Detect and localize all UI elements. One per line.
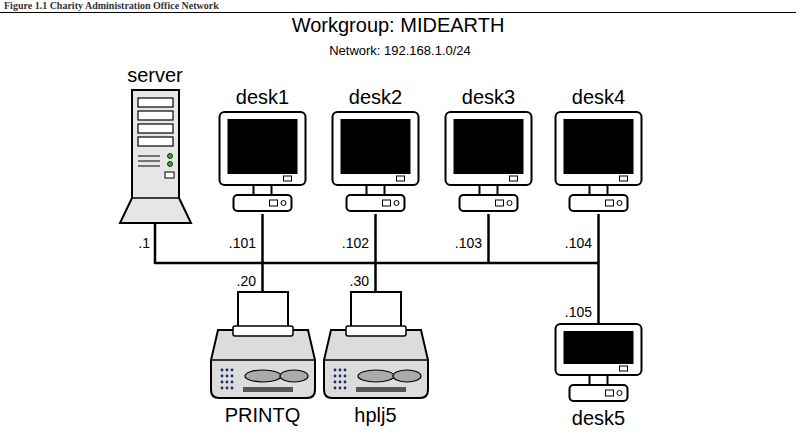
workstation-monitor-icon <box>551 322 646 405</box>
workstation-monitor-icon <box>441 110 536 215</box>
host-address: .105 <box>565 304 592 320</box>
host-address: .30 <box>350 273 369 289</box>
workstation-monitor-icon <box>328 110 423 215</box>
header-rule <box>0 12 796 13</box>
figure-caption: Figure 1.1 Charity Administration Office… <box>4 0 219 11</box>
device-name: hplj5 <box>354 402 396 428</box>
device-name: desk4 <box>572 84 625 110</box>
workstation-monitor-icon <box>215 110 310 215</box>
host-address: .104 <box>565 235 592 251</box>
desk3-drop <box>487 214 490 264</box>
device-name: desk3 <box>462 84 515 110</box>
host-address: .20 <box>237 273 256 289</box>
device-name: desk5 <box>572 405 625 431</box>
host-address: .103 <box>455 235 482 251</box>
host-address: .1 <box>138 235 150 251</box>
network-printer-icon <box>321 290 431 402</box>
network-cable <box>374 214 377 291</box>
device-name: server <box>127 62 183 88</box>
workstation-monitor-icon <box>551 110 646 215</box>
network-printer-icon <box>208 290 318 402</box>
server-tower-icon <box>118 88 193 225</box>
host-address: .102 <box>342 235 369 251</box>
device-name: PRINTQ <box>225 402 301 428</box>
network-printer: hplj5 <box>321 290 431 428</box>
server-drop <box>154 224 157 264</box>
network-cable <box>597 214 600 323</box>
network-address: Network: 192.168.1.0/24 <box>329 43 471 59</box>
workstation-monitor: desk3 <box>441 84 536 215</box>
workstation-monitor: desk2 <box>328 84 423 215</box>
diagram-title: Workgroup: MIDEARTH <box>292 14 505 36</box>
workstation-monitor: desk5 <box>551 322 646 431</box>
network-cable <box>261 214 264 291</box>
host-address: .101 <box>229 235 256 251</box>
network-printer: PRINTQ <box>208 290 318 428</box>
device-name: desk2 <box>349 84 402 110</box>
workstation-monitor: desk4 <box>551 84 646 215</box>
workstation-monitor: desk1 <box>215 84 310 215</box>
device-name: desk1 <box>236 84 289 110</box>
server-tower: server <box>118 62 193 225</box>
